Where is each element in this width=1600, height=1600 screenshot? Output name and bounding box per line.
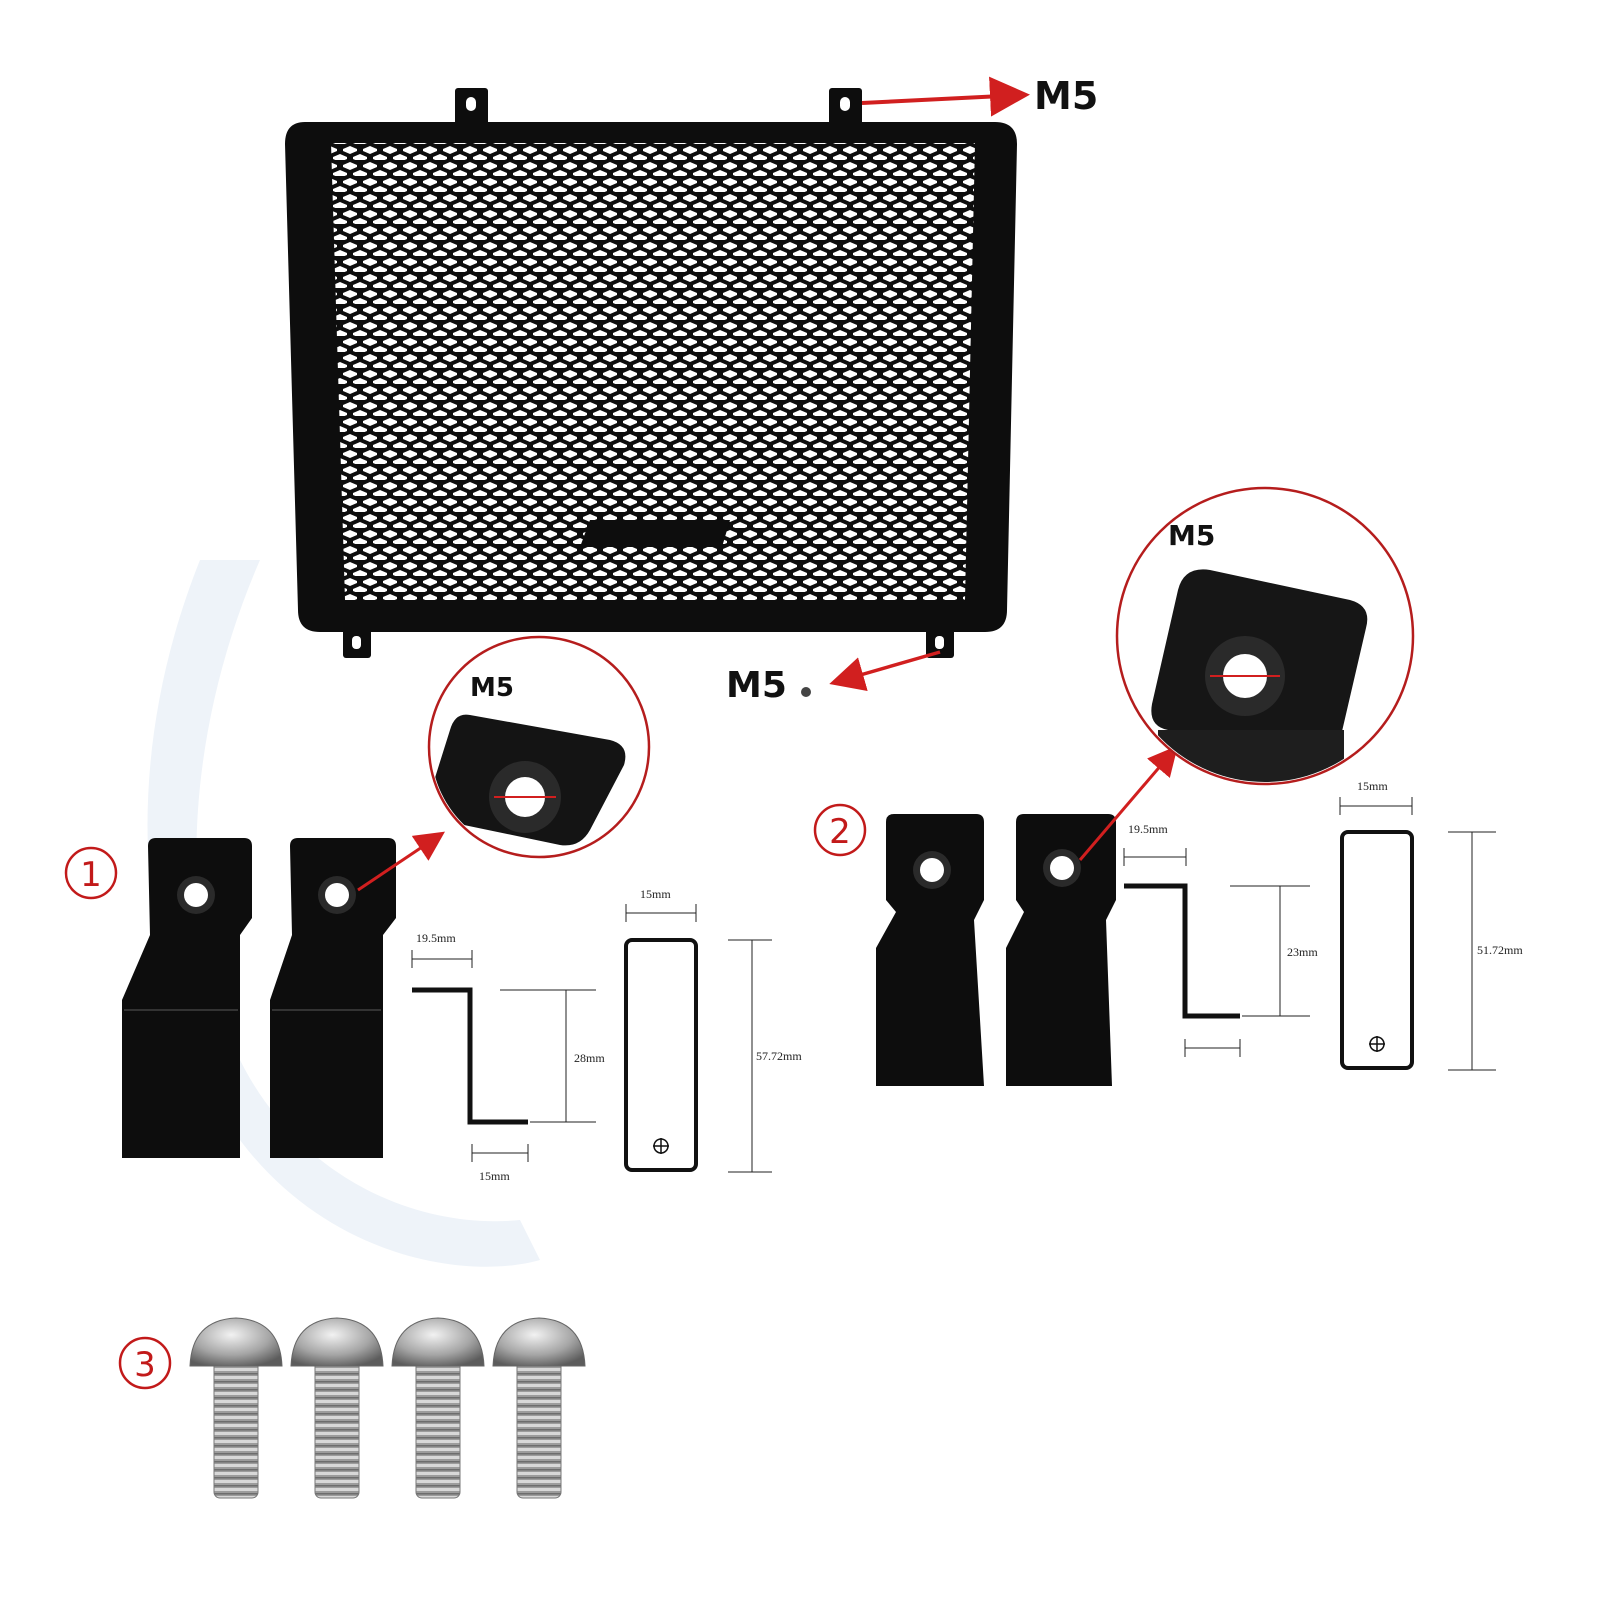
kit-1-zoom-arrow (357, 831, 445, 892)
kit-1-bracket-b (270, 838, 396, 1158)
grille-mesh (331, 143, 975, 600)
label-top-hole: M5 (1034, 74, 1098, 118)
kit-2-bracket-b (1006, 814, 1116, 1086)
kit-1-side-profile: 19.5mm 28mm 15mm (411, 931, 605, 1183)
kit-2-dim-length: 51.72mm (1477, 943, 1523, 957)
kit-1-dim-top: 19.5mm (416, 931, 456, 945)
arrow-top-hole (861, 76, 1030, 117)
background-swoosh (147, 560, 540, 1267)
kit-2-zoom: M5 (1115, 486, 1415, 786)
kit-1-top-view: 15mm 57.72mm (624, 887, 802, 1173)
kit-2-number-circle (813, 803, 867, 857)
screw (189, 1317, 283, 1499)
grille-top-tab-left (455, 88, 488, 128)
grille-slot (580, 520, 730, 547)
kit-2: 2 M5 (813, 486, 1523, 1086)
radiator-grille (285, 88, 1017, 658)
kit-1-dim-length: 57.72mm (756, 1049, 802, 1063)
kit-1-dim-bottom: 15mm (479, 1169, 510, 1183)
kit-3-number-circle (118, 1336, 172, 1390)
screw (290, 1317, 384, 1499)
kit-1-zoom: M5 (427, 635, 651, 859)
small-dot (801, 687, 811, 697)
kit-1-number-circle (64, 846, 118, 900)
kit-1: 1 M5 (64, 635, 802, 1183)
label-bottom-hole: M5 (726, 665, 787, 706)
kit-1-bracket-a (122, 838, 252, 1158)
kit-2-number: 2 (829, 812, 851, 852)
kit-3: 3 (118, 1317, 586, 1499)
kit-2-dim-height: 23mm (1287, 945, 1318, 959)
grille-top-tab-right (829, 88, 862, 128)
kit-2-top-view: 15mm 51.72mm (1339, 779, 1523, 1071)
arrow-bottom-hole (829, 650, 941, 692)
screw (391, 1317, 485, 1499)
screw (492, 1317, 586, 1499)
kit-3-number: 3 (134, 1345, 156, 1385)
kit-2-bracket-a (876, 814, 984, 1086)
kit-1-number: 1 (80, 855, 102, 895)
kit-1-zoom-label: M5 (470, 673, 514, 703)
kit-1-dim-height: 28mm (574, 1051, 605, 1065)
kit-2-dim-top: 19.5mm (1128, 822, 1168, 836)
kit-2-zoom-arrow (1078, 745, 1178, 861)
kit-2-side-profile: 19.5mm 23mm (1123, 822, 1318, 1057)
kit-2-dim-width: 15mm (1357, 779, 1388, 793)
kit-2-zoom-label: M5 (1168, 519, 1215, 552)
screw-set (189, 1317, 586, 1499)
kit-1-dim-width: 15mm (640, 887, 671, 901)
